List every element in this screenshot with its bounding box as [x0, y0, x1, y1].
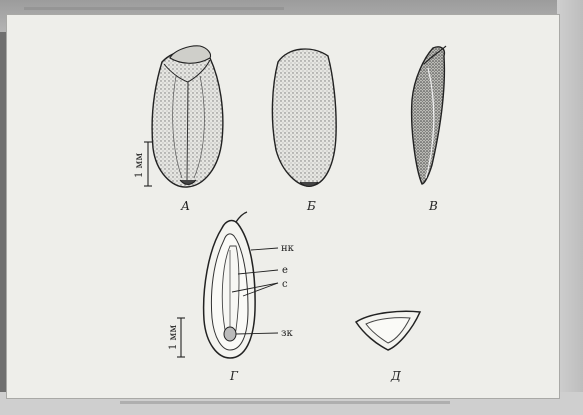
seed-d-section: [356, 311, 420, 350]
caption-b: Б: [306, 199, 316, 213]
seed-v: [412, 46, 446, 184]
seed-b: [272, 49, 336, 186]
caption-a: А: [180, 199, 190, 213]
label-e: е: [282, 265, 288, 276]
scale-bar-bottom: 1 мм: [168, 318, 185, 357]
seed-g-section: [204, 212, 255, 358]
scale-bar-bottom-label: 1 мм: [168, 325, 179, 350]
scale-bar-top-label: 1 мм: [134, 153, 145, 178]
label-nk: нк: [281, 243, 295, 254]
caption-d: Д: [390, 369, 401, 383]
label-s: с: [282, 279, 288, 290]
caption-v: В: [428, 199, 438, 213]
scale-bar-top: 1 мм: [134, 142, 152, 186]
caption-g: Г: [229, 369, 239, 383]
seed-a: [152, 46, 223, 187]
label-zk: зк: [281, 328, 293, 339]
